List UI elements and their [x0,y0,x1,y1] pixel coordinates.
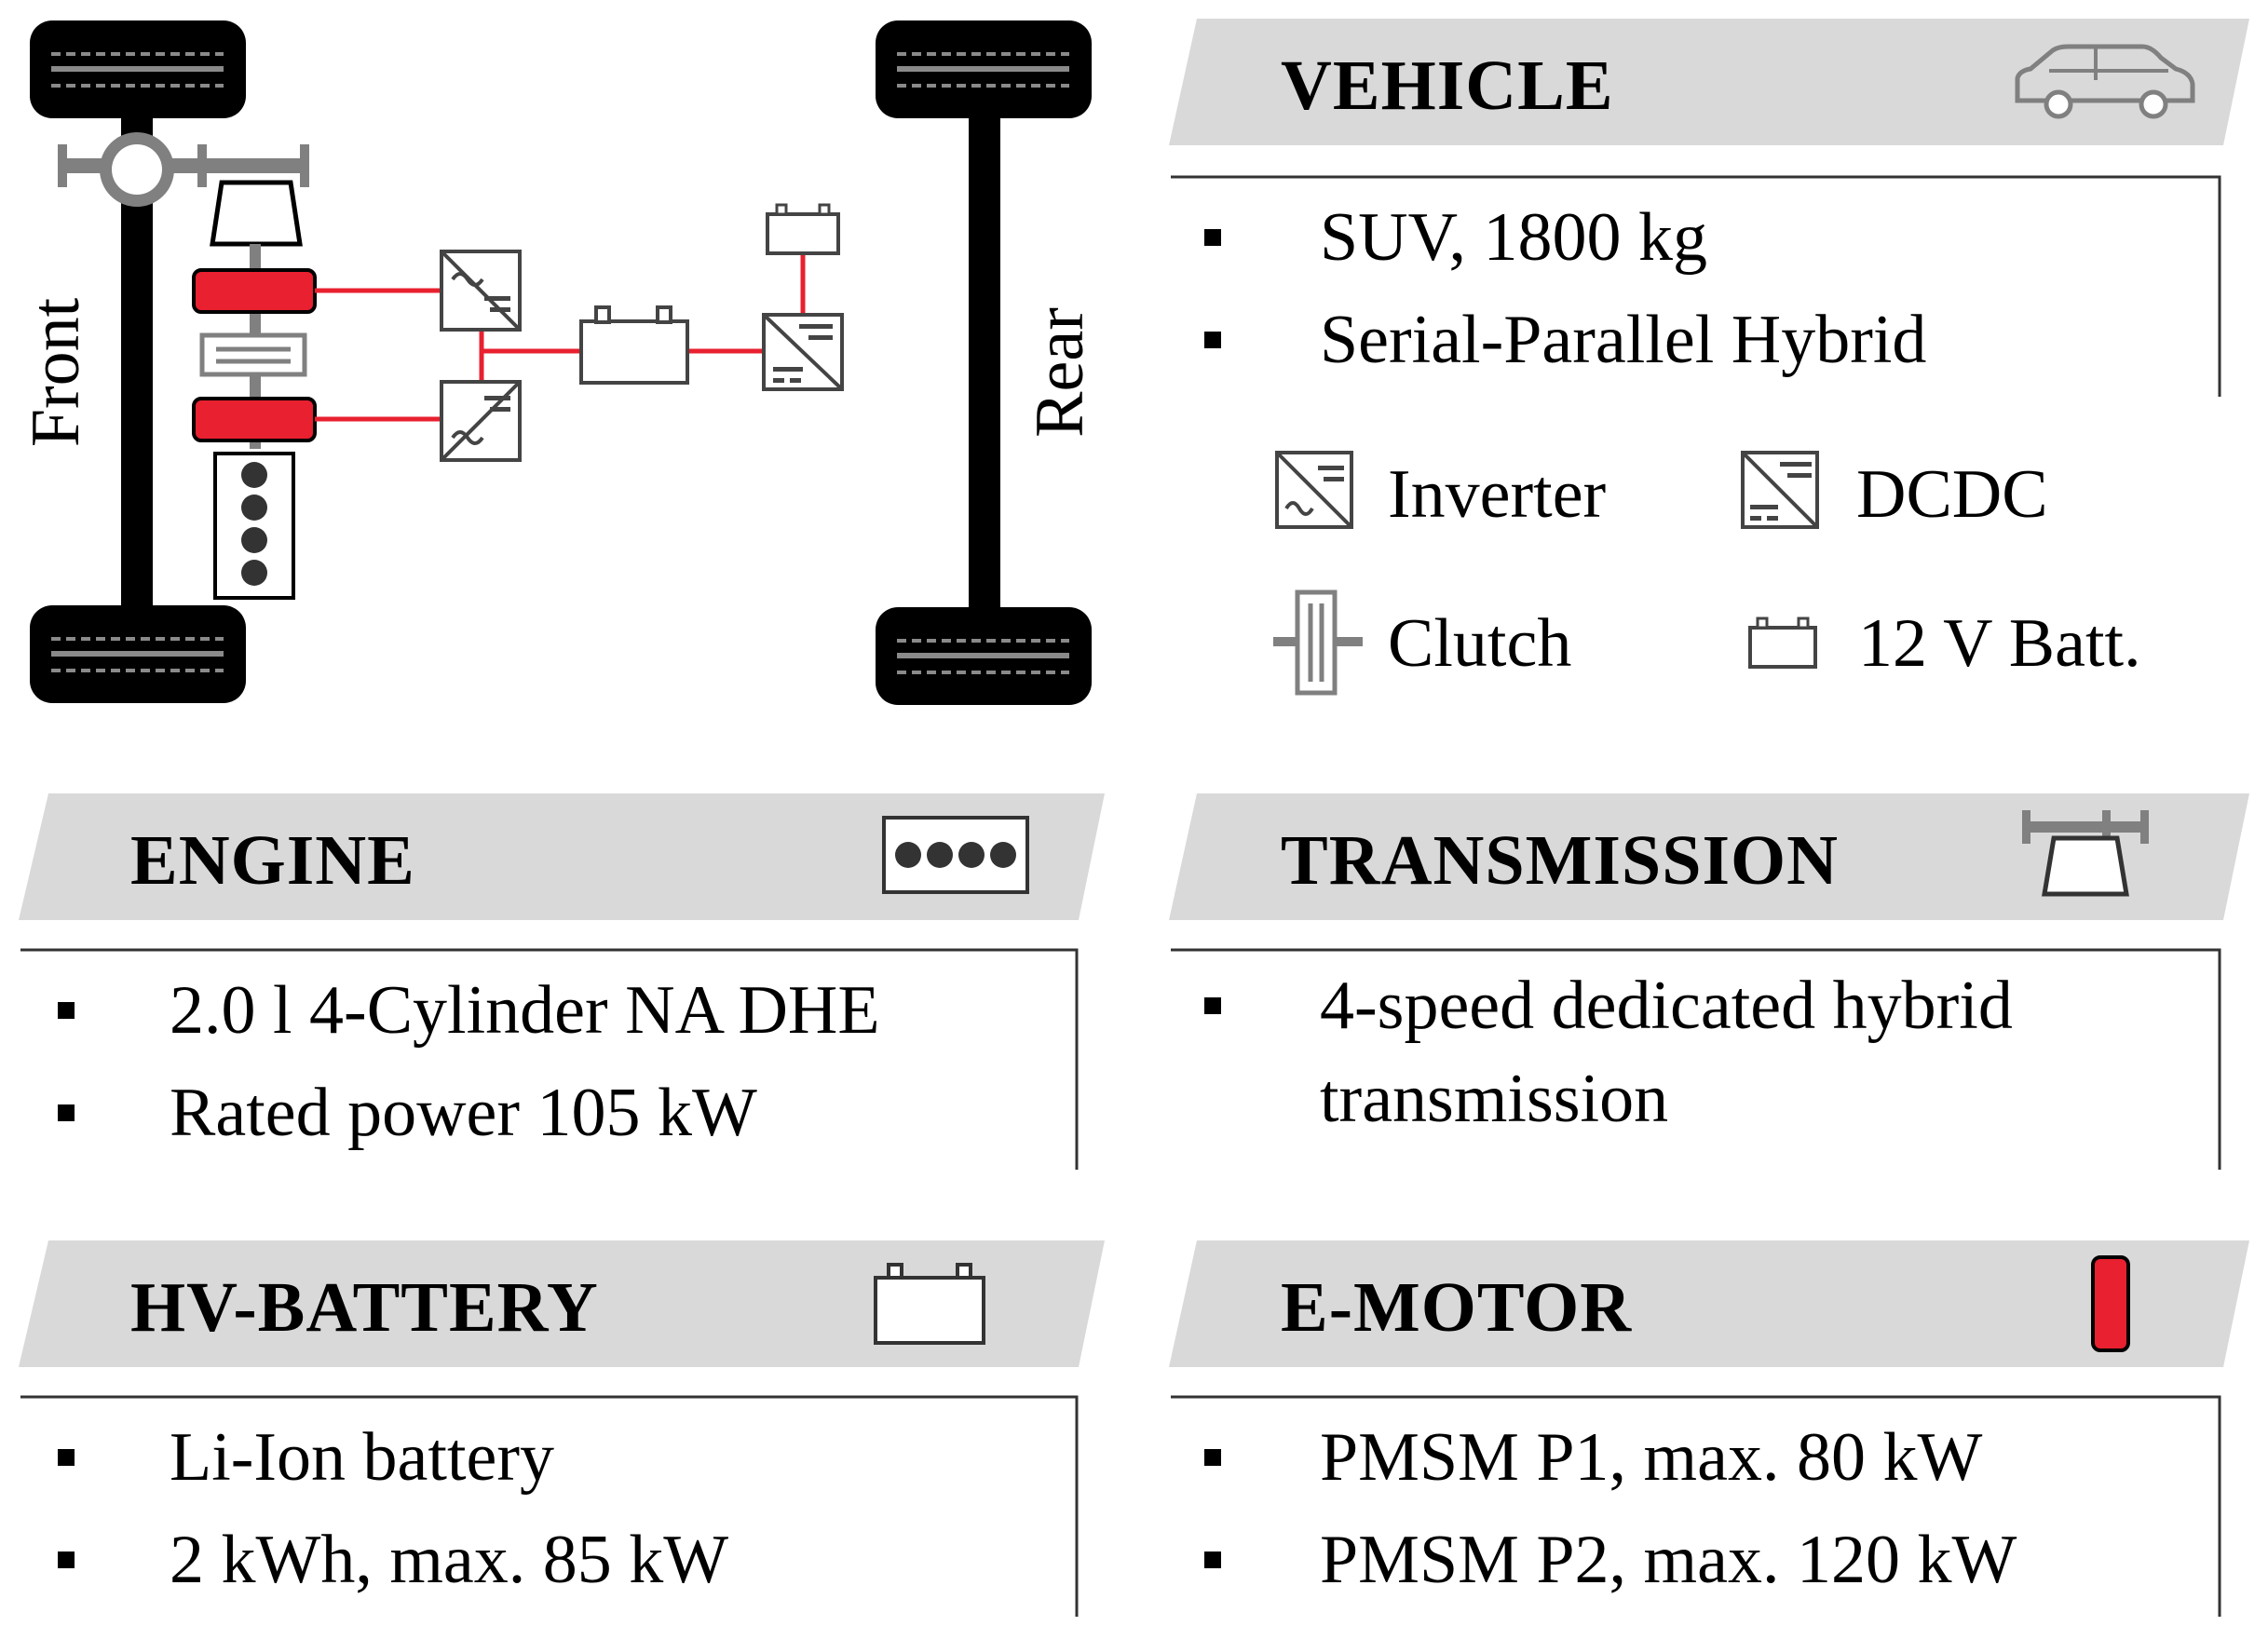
list-item: Li-Ion battery [58,1406,728,1509]
transmission-title: TRANSMISSION [1281,821,1840,900]
list-item: PMSM P1, max. 80 kW [1204,1406,2017,1509]
wheel-front-left [30,20,246,118]
hv-battery-title: HV-BATTERY [130,1268,599,1347]
engine-header-bg [19,793,1105,920]
vehicle-list: SUV, 1800 kg Serial-Parallel Hybrid [1204,186,1926,391]
legend-clutch: Clutch [1388,605,1572,682]
drivetrain-schematic: Front Rear [0,0,1118,726]
hv-battery-header-bg [19,1240,1105,1367]
list-item: SUV, 1800 kg [1204,186,1926,289]
list-item: 2 kWh, max. 85 kW [58,1509,728,1611]
list-item: transmission [1320,1061,1669,1137]
e-motor-p1 [192,397,317,442]
list-item: PMSM P2, max. 120 kW [1204,1509,2017,1611]
inverter-legend-icon [1275,451,1353,529]
motor-icon [2091,1255,2130,1352]
suv-icon [2015,44,2195,119]
vehicle-header-bg [1169,19,2249,145]
engine-section: ENGINE 2.0 l 4-Cylinder NA DHE Rated pow… [19,793,1108,1170]
e-motor-header-bg [1169,1240,2249,1367]
wheel-rear-right [876,607,1092,705]
legend-inverter: Inverter [1388,456,1607,533]
engine-title: ENGINE [130,821,415,900]
e-motor-list: PMSM P1, max. 80 kW PMSM P2, max. 120 kW [1204,1406,2017,1611]
engine-box-frame [20,948,1079,1170]
transmission-icon [2022,810,2149,897]
clutch [199,332,307,377]
legend-12v-battery: 12 V Batt. [1858,605,2141,682]
list-item: Serial-Parallel Hybrid [1204,289,1926,391]
rear-label: Rear [1022,307,1098,438]
inverter-p2 [440,250,522,332]
rear-axle [969,112,1000,643]
battery-icon [874,1263,985,1345]
e-motor-box-frame [1171,1395,2221,1617]
drivetrain-diagram [30,20,1092,705]
12v-battery-legend-icon [1748,617,1817,669]
transmission-box-frame [1171,948,2221,1170]
transmission-header-bg [1169,793,2249,920]
hv-battery [579,305,689,385]
dcdc-legend-icon [1741,451,1819,529]
engine-block [213,452,295,600]
e-motor-p2 [192,268,317,314]
wheel-front-right [30,605,246,703]
inverter-p1 [440,380,522,462]
engine-list: 2.0 l 4-Cylinder NA DHE Rated power 105 … [58,959,880,1164]
hv-battery-list: Li-Ion battery 2 kWh, max. 85 kW [58,1406,728,1611]
legend-dcdc: DCDC [1856,456,2048,533]
engine-icon [882,816,1029,894]
vehicle-title: VEHICLE [1281,47,1614,125]
list-item: 2.0 l 4-Cylinder NA DHE [58,959,880,1062]
e-motor-section: E-MOTOR PMSM P1, max. 80 kW PMSM P2, max… [1169,1240,2249,1626]
differential [58,132,309,207]
hv-battery-section: HV-BATTERY Li-Ion battery 2 kWh, max. 85… [19,1240,1108,1626]
clutch-legend-icon [1273,589,1363,696]
e-motor-title: E-MOTOR [1281,1268,1633,1347]
list-item: 4-speed dedicated hybrid [1204,959,2013,1052]
transmission-list: 4-speed dedicated hybrid transmission [1204,959,2013,1145]
dcdc-converter [762,313,844,391]
list-item: Rated power 105 kW [58,1062,880,1164]
wheel-rear-left [876,20,1092,118]
transmission-block [210,180,303,247]
vehicle-section: VEHICLE SUV, 1800 kg Serial-Parallel Hyb… [1169,19,2249,726]
hv-battery-box-frame [20,1395,1079,1617]
vehicle-box-frame [1171,175,2221,397]
front-label: Front [18,297,94,448]
12v-battery [766,203,840,255]
transmission-section: TRANSMISSION 4-speed dedicated hybrid tr… [1169,793,2249,1170]
hv-wiring [315,253,806,422]
